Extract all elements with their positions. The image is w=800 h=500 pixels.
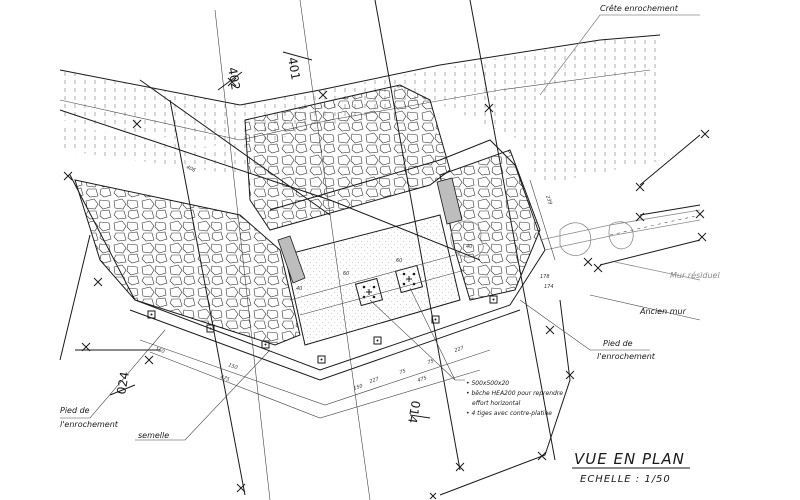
svg-text:402: 402 xyxy=(225,66,243,91)
dim-40-b: 40 xyxy=(466,244,472,250)
wall-left xyxy=(277,235,306,284)
dim-150-a: 150 xyxy=(154,346,165,355)
section-marker-024: 024 xyxy=(109,371,136,396)
dim-227-b: 227 xyxy=(454,345,466,354)
dim-60-a: 60 xyxy=(343,271,349,277)
note-line-1: • 500x500x20 xyxy=(466,380,509,387)
dim-178: 178 xyxy=(540,274,550,280)
label-crete: Crête enrochement xyxy=(600,3,679,13)
dim-40-a: 40 xyxy=(296,286,302,292)
label-pied-right-2: l'enrochement xyxy=(597,352,656,361)
note-line-4: • 4 tiges avec contre-platine xyxy=(466,410,552,417)
svg-text:014: 014 xyxy=(405,399,423,424)
label-pied-left-1: Pied de xyxy=(60,406,90,415)
section-marker-402: 402 xyxy=(217,66,243,91)
dim-227-a: 227 xyxy=(369,376,381,385)
dim-150-c: 150 xyxy=(353,383,364,392)
cross-markers xyxy=(63,77,710,500)
crest-line xyxy=(59,34,661,106)
plan-title: VUE EN PLAN xyxy=(574,450,685,468)
slope-hatch-lower xyxy=(60,125,250,175)
svg-text:024: 024 xyxy=(114,371,132,396)
note-line-2: • bêche HEA200 pour reprendre xyxy=(466,390,563,397)
label-mur-residuel: Mur résiduel xyxy=(670,270,720,280)
dim-60-b: 60 xyxy=(396,258,402,264)
base-plate-1 xyxy=(354,277,384,307)
plan-scale: ECHELLE : 1/50 xyxy=(580,474,671,485)
old-wall xyxy=(450,220,634,258)
label-semelle: semelle xyxy=(138,431,169,440)
dim-75-a: 75 xyxy=(399,368,407,376)
dim-174: 174 xyxy=(544,284,554,290)
section-marker-014: 014 xyxy=(405,399,431,424)
dim-239: 239 xyxy=(544,195,553,206)
dim-475-b: 475 xyxy=(417,375,428,384)
dimension-lines xyxy=(139,179,556,419)
section-marker-401: 401 xyxy=(282,51,313,81)
dim-406: 406 xyxy=(185,164,196,173)
residual-wall xyxy=(539,209,701,251)
anchor-squares xyxy=(147,295,498,364)
label-pied-left-2: l'enrochement xyxy=(60,420,119,429)
note-line-3: effort horizontal xyxy=(472,400,521,407)
label-pied-right-1: Pied de xyxy=(603,339,633,348)
riprap-lower xyxy=(74,179,301,346)
svg-text:401: 401 xyxy=(285,56,303,81)
dim-475-a: 475 xyxy=(219,374,230,383)
label-ancien-mur: Ancien mur xyxy=(639,307,687,316)
dim-75-b: 75 xyxy=(427,358,435,366)
dim-150-b: 150 xyxy=(227,362,238,371)
wall-right xyxy=(436,177,463,225)
